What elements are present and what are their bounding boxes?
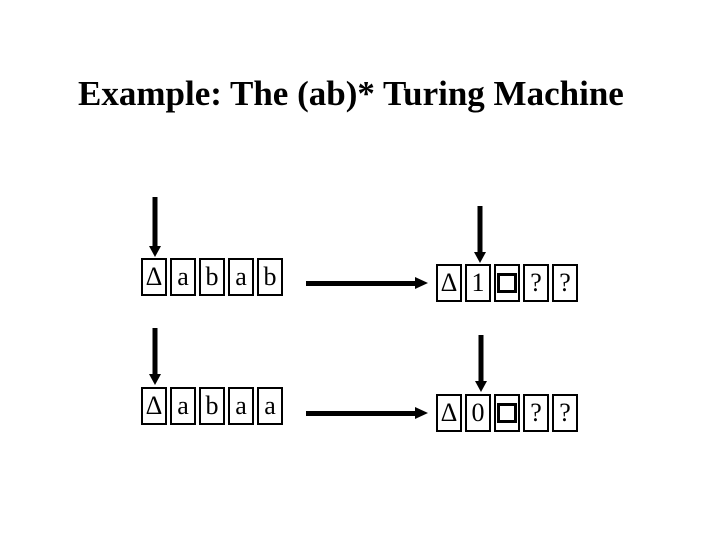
arrow-stem bbox=[477, 206, 483, 253]
blank-square-icon bbox=[497, 403, 517, 423]
arrow-down-icon bbox=[475, 381, 487, 392]
tape-cell: a bbox=[170, 258, 196, 296]
tape-cell: a bbox=[228, 387, 254, 425]
tape-cell: a bbox=[228, 258, 254, 296]
arrow-right-icon bbox=[415, 407, 428, 419]
tape-cell: Δ bbox=[436, 394, 462, 432]
tape-cell: a bbox=[257, 387, 283, 425]
slide-title: Example: The (ab)* Turing Machine bbox=[78, 74, 624, 113]
tape-cell: ? bbox=[552, 264, 578, 302]
head-pointer-arrow bbox=[149, 197, 161, 257]
tape-cell: Δ bbox=[141, 258, 167, 296]
transition-arrow bbox=[306, 277, 428, 290]
tape-cell: a bbox=[170, 387, 196, 425]
tape-cell: ? bbox=[523, 394, 549, 432]
head-pointer-arrow bbox=[474, 206, 486, 263]
tape-cell: b bbox=[199, 258, 225, 296]
tape-cell: 1 bbox=[465, 264, 491, 302]
head-pointer-arrow bbox=[149, 328, 161, 385]
tape-cell: b bbox=[199, 387, 225, 425]
arrow-right-icon bbox=[415, 277, 428, 289]
tape-cell: 0 bbox=[465, 394, 491, 432]
blank-square-icon bbox=[497, 273, 517, 293]
arrow-down-icon bbox=[474, 252, 486, 263]
tape-cell: Δ bbox=[436, 264, 462, 302]
head-pointer-arrow bbox=[475, 335, 487, 392]
arrow-down-icon bbox=[149, 246, 161, 257]
arrow-stem bbox=[152, 328, 158, 375]
arrow-down-icon bbox=[149, 374, 161, 385]
tape-cell: ? bbox=[523, 264, 549, 302]
arrow-stem bbox=[152, 197, 158, 247]
arrow-stem bbox=[306, 411, 417, 416]
tape-cell bbox=[494, 394, 520, 432]
tape-cell bbox=[494, 264, 520, 302]
arrow-stem bbox=[306, 281, 417, 286]
tape-cell: Δ bbox=[141, 387, 167, 425]
tape-cell: b bbox=[257, 258, 283, 296]
transition-arrow bbox=[306, 407, 428, 420]
arrow-stem bbox=[478, 335, 484, 382]
tape-cell: ? bbox=[552, 394, 578, 432]
